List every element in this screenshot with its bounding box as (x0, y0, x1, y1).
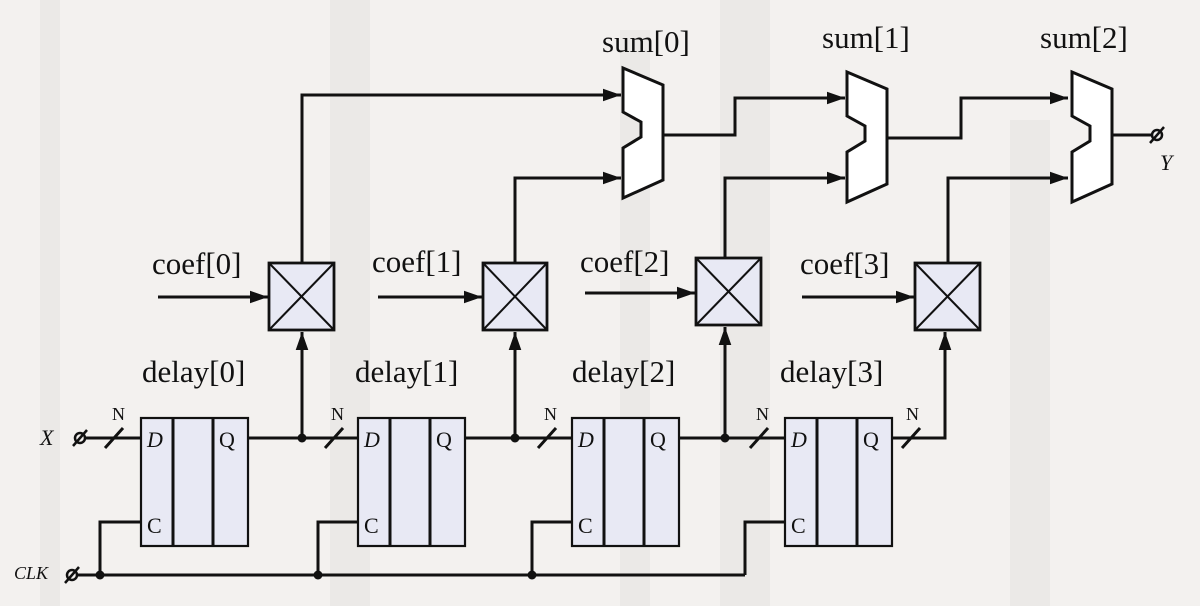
pin-c: C (791, 513, 806, 538)
bus-width-label: N (544, 404, 557, 424)
multiplier-1 (481, 261, 549, 332)
stage-0-wiring (158, 88, 621, 450)
delay-register-0 (139, 416, 250, 548)
delay-register-1 (356, 416, 467, 548)
coef-label-1: coef[1] (372, 244, 462, 279)
input-x-wire (84, 426, 141, 450)
stage-1-wiring (378, 171, 621, 450)
clock-label: CLK (14, 563, 49, 583)
delay-label-3: delay[3] (780, 354, 883, 389)
pin-d: D (363, 427, 380, 452)
adder-1 (845, 69, 889, 205)
multiplier-0 (267, 261, 336, 332)
pin-q: Q (436, 427, 452, 452)
multiplier-2 (694, 256, 763, 327)
delay-register-3 (783, 416, 894, 548)
pin-d: D (790, 427, 807, 452)
stage-2-wiring (585, 171, 845, 450)
pin-c: C (578, 513, 593, 538)
bus-width-label: N (112, 404, 125, 424)
coef-label-2: coef[2] (580, 244, 670, 279)
pin-c: C (147, 513, 162, 538)
clock-wire (77, 520, 785, 580)
sum-label-1: sum[1] (822, 20, 910, 55)
sum-label-0: sum[0] (602, 24, 690, 59)
adder-2 (1070, 69, 1114, 205)
adder-chain-wiring (663, 91, 1152, 140)
sum-label-2: sum[2] (1040, 20, 1128, 55)
adder-0 (621, 65, 665, 201)
clock-terminal (64, 566, 80, 584)
coef-label-3: coef[3] (800, 246, 890, 281)
pin-q: Q (650, 427, 666, 452)
coef-label-0: coef[0] (152, 246, 242, 281)
input-terminal (72, 429, 88, 447)
pin-c: C (364, 513, 379, 538)
output-terminal (1149, 126, 1165, 144)
multiplier-3 (913, 261, 982, 332)
delay-label-1: delay[1] (355, 354, 458, 389)
bus-width-label: N (756, 404, 769, 424)
delay-register-2 (570, 416, 681, 548)
input-label: X (39, 425, 55, 450)
delay-label-2: delay[2] (572, 354, 675, 389)
stage-3-wiring (802, 171, 1068, 450)
output-label: Y (1160, 150, 1175, 175)
bus-width-label: N (331, 404, 344, 424)
pin-d: D (577, 427, 594, 452)
pin-q: Q (219, 427, 235, 452)
pin-q: Q (863, 427, 879, 452)
delay-label-0: delay[0] (142, 354, 245, 389)
bus-width-label: N (906, 404, 919, 424)
pin-d: D (146, 427, 163, 452)
